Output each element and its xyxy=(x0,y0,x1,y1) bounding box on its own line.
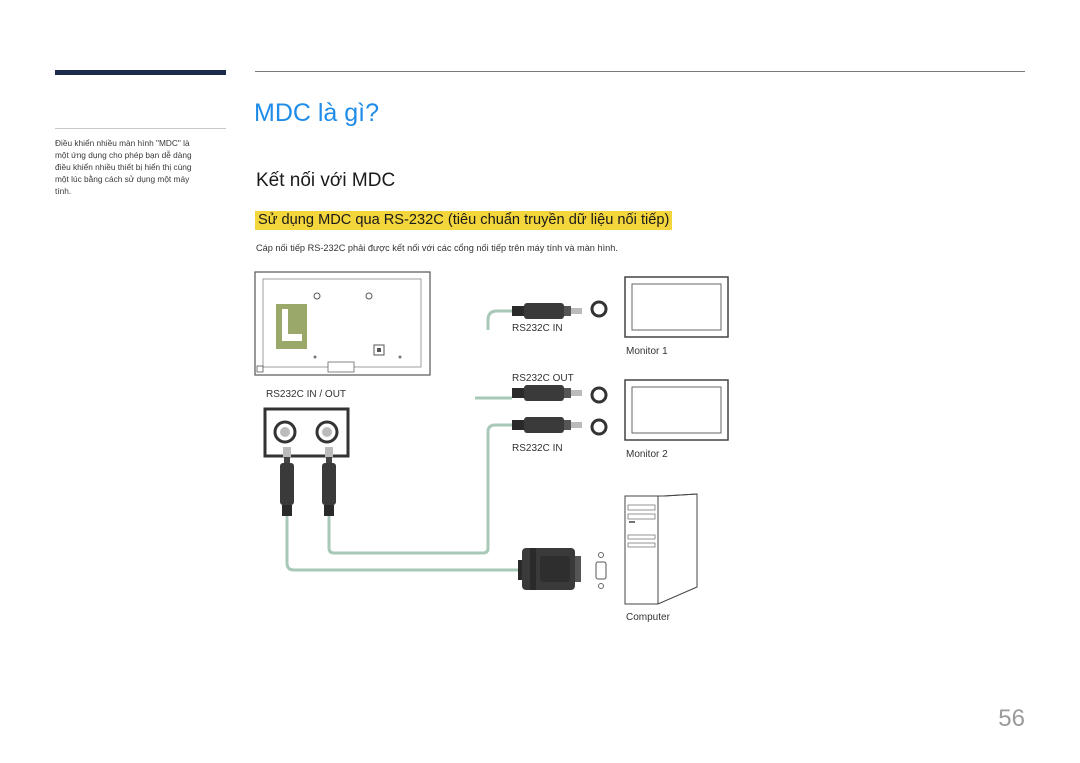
stereo-plug-left xyxy=(280,447,294,516)
sidebar-note-line: một lúc bằng cách sử dụng một máy xyxy=(55,174,190,184)
section-heading: Kết nối với MDC xyxy=(256,170,396,191)
sidebar-note: Điều khiển nhiều màn hình "MDC" là một ứ… xyxy=(55,137,227,197)
page-number: 56 xyxy=(998,705,1025,732)
computer-tower xyxy=(624,493,698,605)
computer-label: Computer xyxy=(626,612,671,623)
monitor-2 xyxy=(624,379,729,441)
sidebar-accent-bar xyxy=(55,70,226,75)
stereo-plug-right xyxy=(322,447,336,516)
sidebar-note-line: tính. xyxy=(55,186,72,196)
monitor1-label: Monitor 1 xyxy=(626,346,668,357)
display-back-panel xyxy=(254,271,431,376)
sub-heading-highlighted: Sử dụng MDC qua RS-232C (tiêu chuẩn truy… xyxy=(255,211,673,230)
body-text: Cáp nối tiếp RS-232C phải được kết nối v… xyxy=(256,243,618,253)
sidebar-note-line: Điều khiển nhiều màn hình "MDC" là xyxy=(55,138,190,148)
port-panel-label: RS232C IN / OUT xyxy=(266,389,346,400)
stereo-plug-monitor1-in xyxy=(512,303,582,319)
monitor1-port-label: RS232C IN xyxy=(512,323,563,334)
monitor-1 xyxy=(624,276,729,338)
sidebar-note-line: điều khiển nhiều thiết bị hiển thị cùng xyxy=(55,162,192,172)
monitor-jacks xyxy=(590,300,608,436)
monitor2-in-label: RS232C IN xyxy=(512,443,563,454)
monitor2-out-label: RS232C OUT xyxy=(512,373,574,384)
sidebar-note-line: một ứng dụng cho phép bạn dễ dàng xyxy=(55,150,192,160)
header-rule xyxy=(255,71,1025,72)
db9-serial-connector xyxy=(518,548,581,590)
monitor2-label: Monitor 2 xyxy=(626,449,668,460)
rs232c-port-panel xyxy=(263,407,350,458)
stereo-plug-monitor2-out xyxy=(512,385,582,401)
db9-serial-port xyxy=(595,552,607,589)
serial-cables xyxy=(285,309,525,572)
stereo-plug-monitor2-in xyxy=(512,417,582,433)
page-title: MDC là gì? xyxy=(254,99,380,127)
sidebar-divider xyxy=(55,128,226,129)
